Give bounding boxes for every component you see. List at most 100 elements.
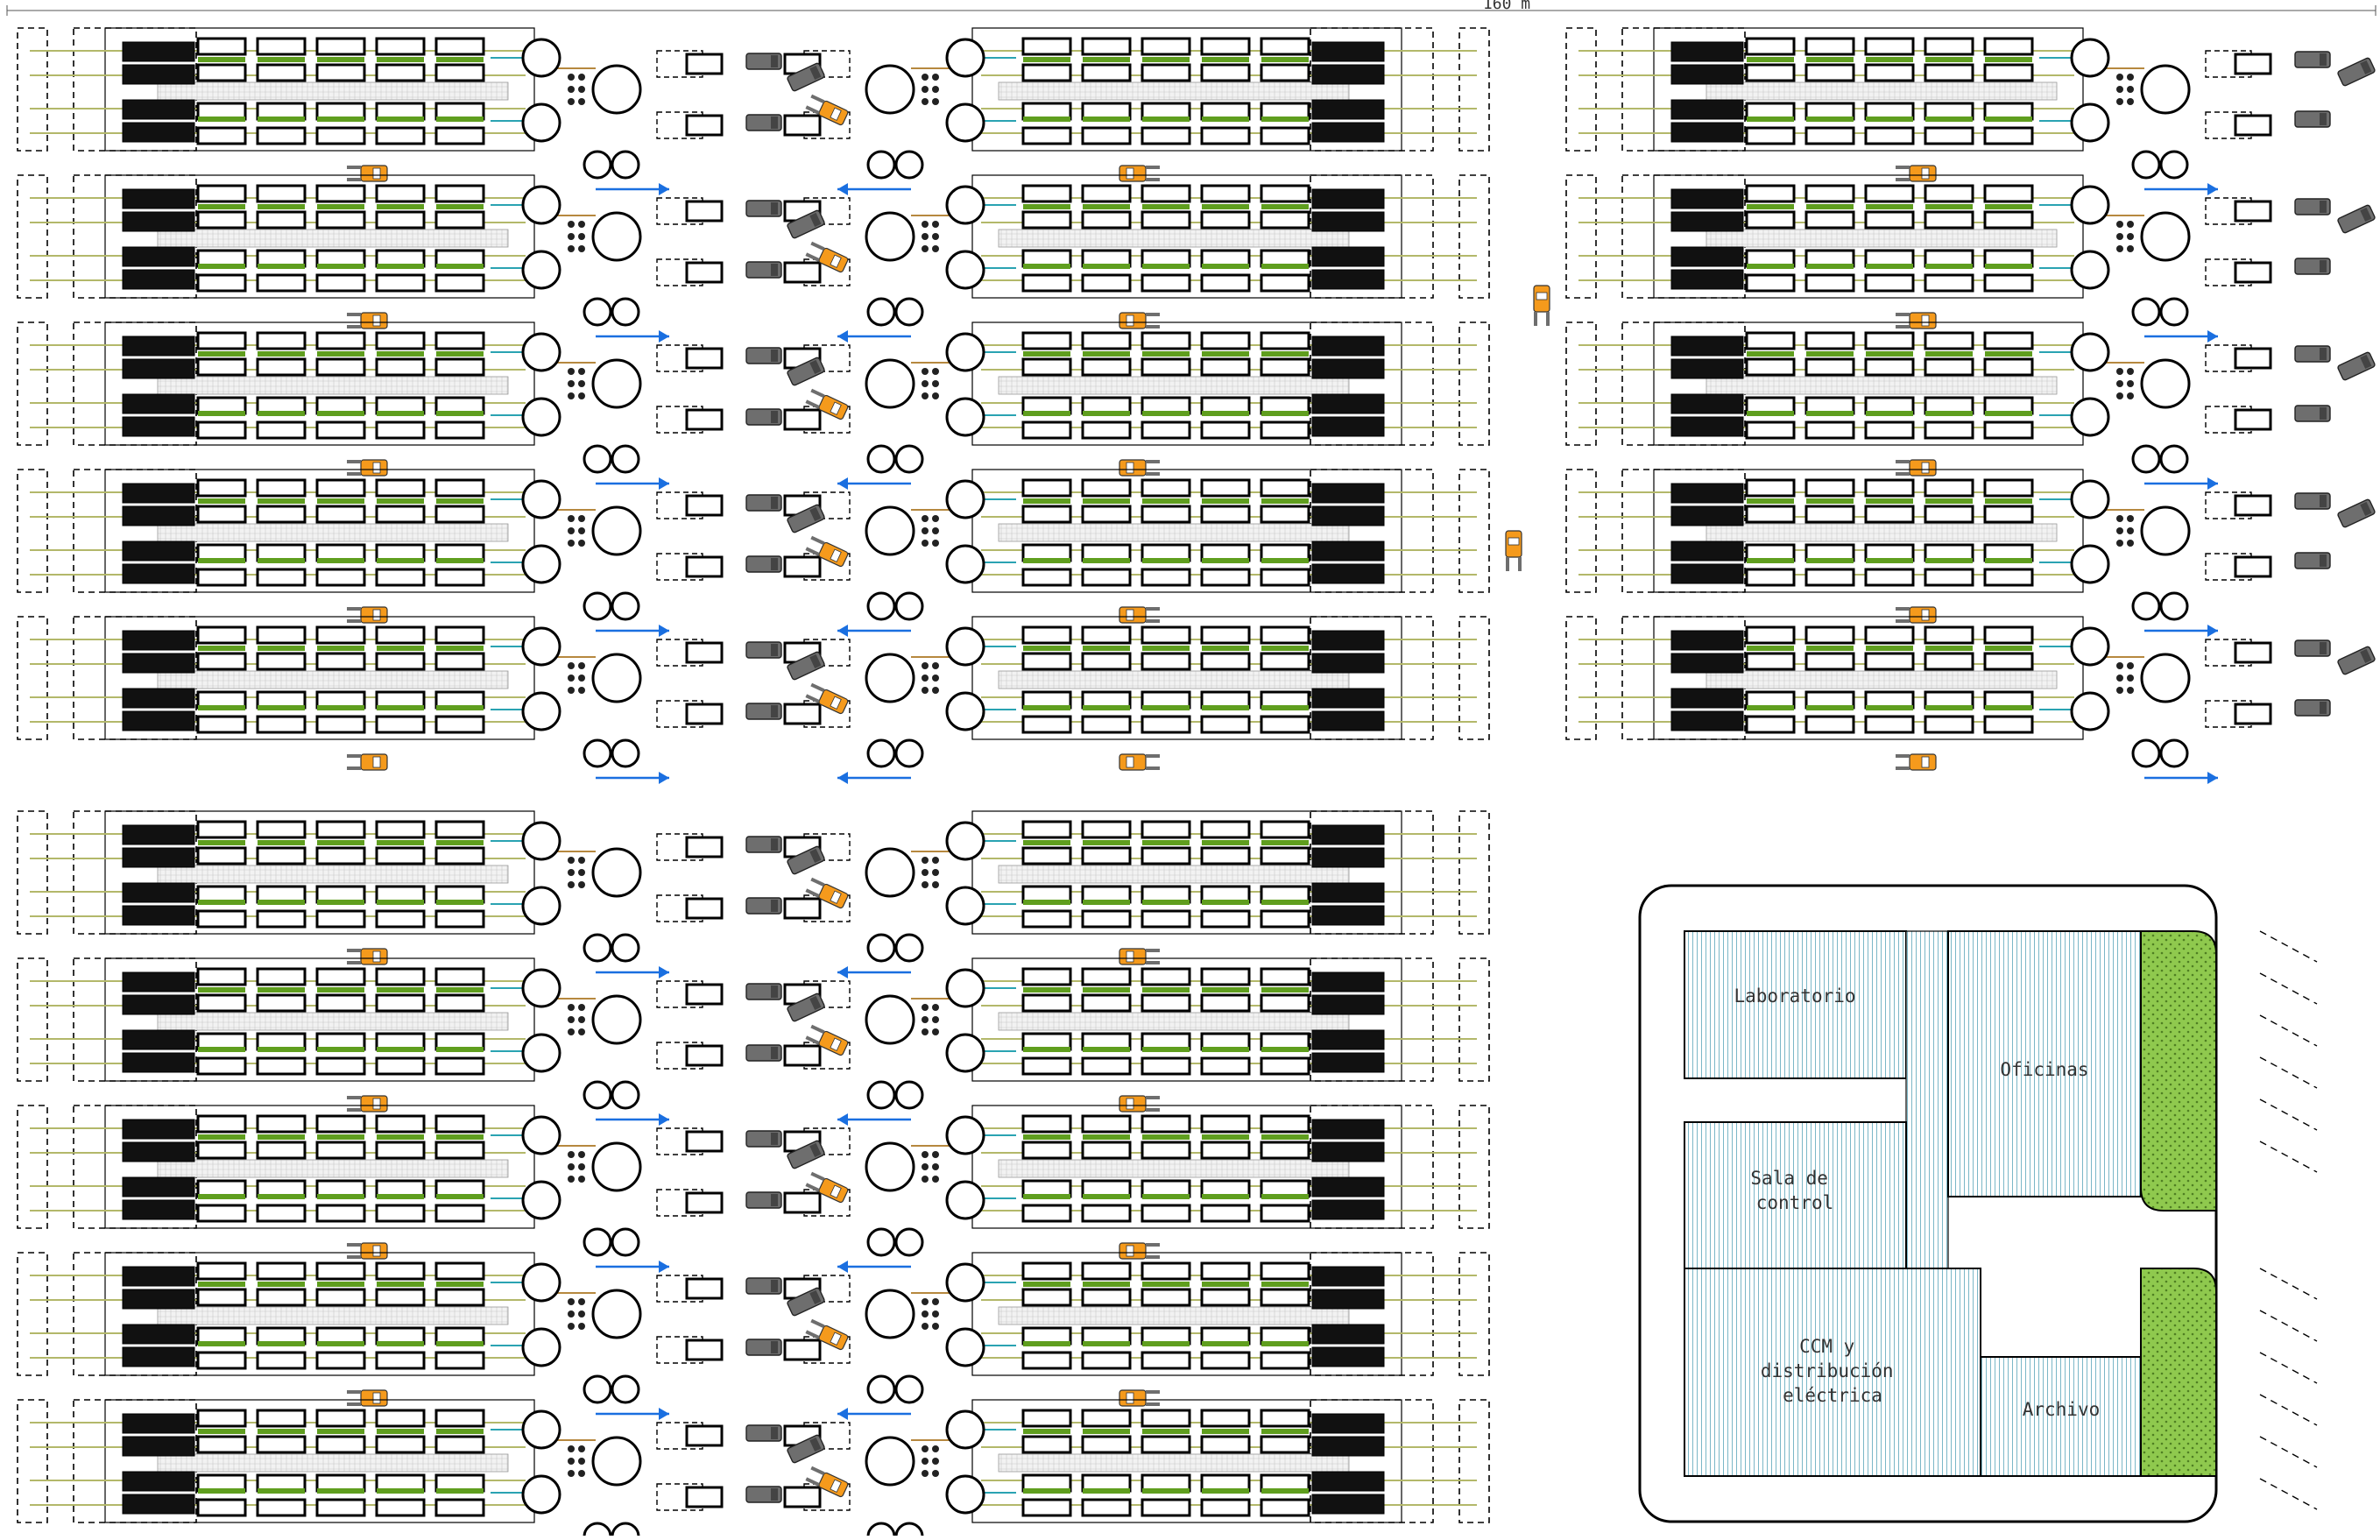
- press-unit: [1864, 505, 1915, 524]
- forklift-icon: [805, 1318, 849, 1351]
- press-unit: [196, 652, 247, 671]
- press-unit: [1260, 357, 1310, 377]
- forklift-icon: [347, 606, 388, 624]
- machine-stack: [1311, 211, 1385, 232]
- press-unit: [1021, 625, 1072, 645]
- press-unit: [434, 210, 485, 230]
- press-unit: [1021, 37, 1072, 56]
- conveyor: [1706, 81, 2058, 101]
- machine-stack: [122, 393, 195, 414]
- press-unit: [1200, 993, 1251, 1013]
- press-unit: [1260, 1498, 1310, 1517]
- truck-icon: [745, 1044, 782, 1062]
- tank-icon: [2159, 444, 2189, 474]
- flow-arrow-head: [2207, 183, 2218, 195]
- line-enclosure: [1653, 616, 2084, 740]
- tank-icon: [2140, 358, 2191, 409]
- press-unit: [256, 184, 307, 203]
- machine-stack: [1311, 1176, 1385, 1197]
- press-unit: [1081, 1114, 1132, 1134]
- tank-icon: [521, 1033, 561, 1073]
- machine-stack: [122, 1266, 195, 1287]
- press-unit: [434, 1261, 485, 1281]
- press-unit: [1804, 184, 1855, 203]
- valve: [568, 1028, 575, 1035]
- press-unit: [256, 478, 307, 498]
- room-ccm: [1684, 1268, 1981, 1477]
- press-unit: [1200, 1351, 1251, 1370]
- press-unit: [196, 993, 247, 1013]
- press-unit: [1141, 1435, 1191, 1454]
- conveyor: [157, 229, 509, 248]
- line-enclosure: [971, 174, 1402, 299]
- dock-bin: [685, 703, 724, 725]
- press-unit: [1864, 184, 1915, 203]
- tank-icon: [945, 691, 985, 731]
- valve: [2116, 687, 2123, 694]
- conveyor: [998, 81, 1350, 101]
- truck-icon: [2294, 258, 2331, 275]
- press-unit: [1745, 505, 1796, 524]
- bay-outer: [1458, 27, 1490, 152]
- press-unit: [256, 652, 307, 671]
- valve: [932, 1163, 939, 1170]
- bay-outer: [1458, 1399, 1490, 1523]
- press-unit: [1924, 420, 1974, 440]
- valve: [578, 881, 585, 888]
- press-unit: [1864, 273, 1915, 293]
- press-unit: [315, 420, 366, 440]
- press-unit: [1864, 625, 1915, 645]
- tank-icon: [2140, 211, 2191, 262]
- dock: [2205, 50, 2252, 78]
- press-unit: [256, 1498, 307, 1517]
- dock: [656, 894, 703, 922]
- press-unit: [256, 273, 307, 293]
- tank-icon: [591, 505, 642, 556]
- conveyor: [157, 81, 509, 101]
- press-unit: [1804, 420, 1855, 440]
- tank-icon: [591, 64, 642, 115]
- valve: [568, 380, 575, 387]
- press-unit: [256, 715, 307, 734]
- tank-icon: [945, 38, 985, 78]
- truck-icon: [2337, 646, 2376, 675]
- line-enclosure: [971, 27, 1402, 152]
- valve: [932, 380, 939, 387]
- bay-outer: [1458, 1105, 1490, 1229]
- press-unit: [196, 909, 247, 929]
- press-unit: [315, 505, 366, 524]
- forklift-icon: [347, 753, 388, 771]
- press-unit: [1021, 126, 1072, 145]
- press-unit: [256, 1141, 307, 1160]
- valve: [578, 98, 585, 105]
- production-module: [783, 1252, 1490, 1420]
- valve: [578, 527, 585, 534]
- press-unit: [1864, 420, 1915, 440]
- valve: [932, 1458, 939, 1465]
- press-unit: [1200, 1114, 1251, 1134]
- machine-stack: [1670, 99, 1744, 120]
- conveyor: [998, 1012, 1350, 1031]
- press-unit: [1864, 357, 1915, 377]
- tank-icon: [865, 211, 915, 262]
- tank-icon: [2131, 444, 2161, 474]
- machine-stack: [122, 1029, 195, 1050]
- office-building: Laboratorio Oficinas Sala de control CCM…: [1638, 884, 2318, 1523]
- press-unit: [1021, 820, 1072, 839]
- dock: [656, 1189, 703, 1217]
- tank-icon: [2159, 150, 2189, 180]
- machine-stack: [1670, 393, 1744, 414]
- tank-icon: [521, 1327, 561, 1367]
- press-unit: [1081, 652, 1132, 671]
- machine-stack: [1311, 1346, 1385, 1367]
- press-unit: [1804, 63, 1855, 82]
- press-unit: [434, 967, 485, 986]
- press-unit: [196, 1141, 247, 1160]
- valve: [568, 1016, 575, 1023]
- press-unit: [1141, 846, 1191, 865]
- press-unit: [315, 357, 366, 377]
- press-unit: [315, 909, 366, 929]
- machine-stack: [122, 994, 195, 1015]
- machine-stack: [1311, 710, 1385, 731]
